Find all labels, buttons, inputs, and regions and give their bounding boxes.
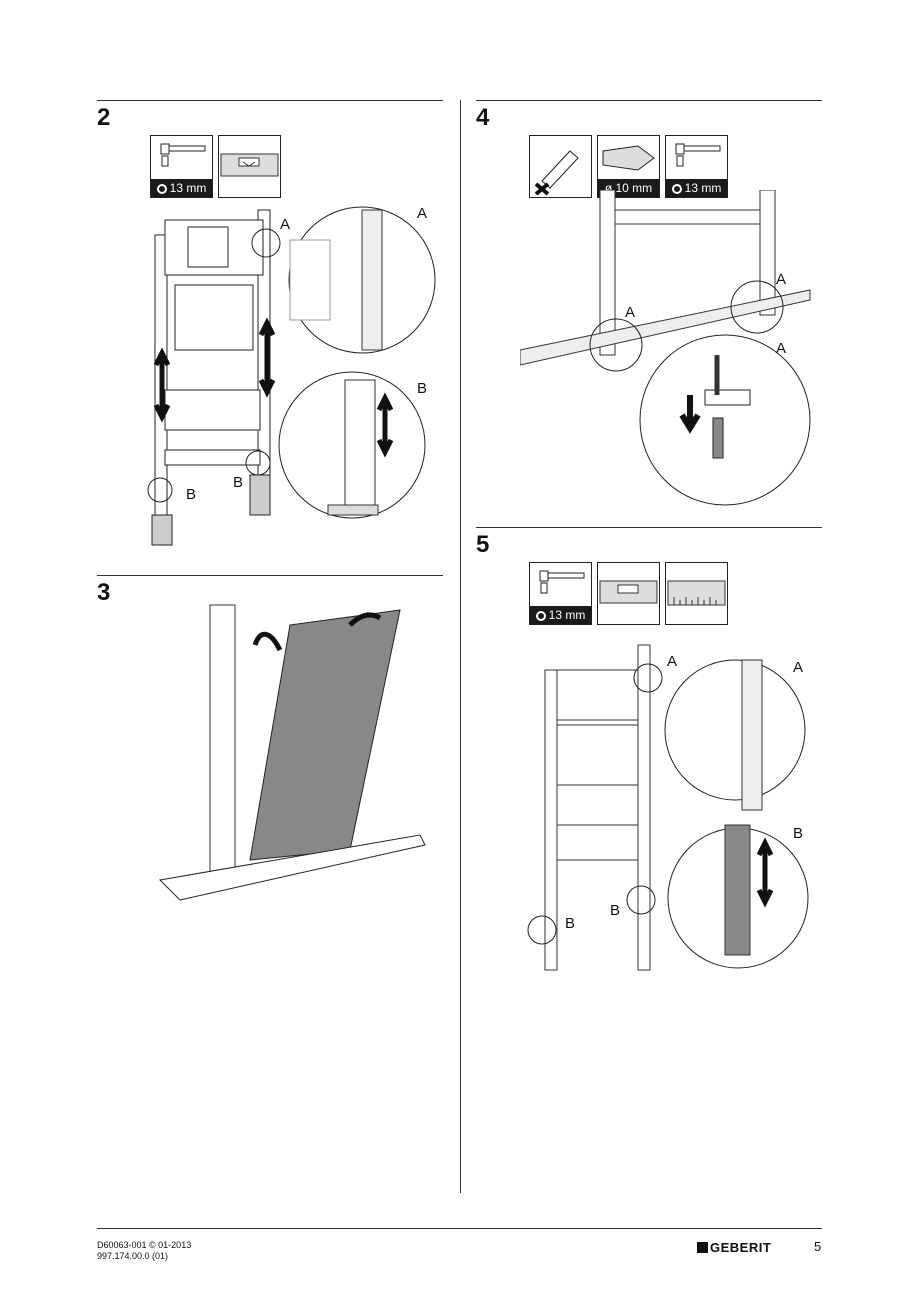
tool-ruler	[665, 562, 728, 625]
callout-b: B	[610, 902, 621, 919]
hex-nut-icon	[671, 184, 682, 194]
callout-a: A	[776, 271, 787, 288]
callout-a: A	[793, 659, 804, 676]
doc-code: D60063-001 © 01-2013	[97, 1240, 192, 1250]
tool-wrench: 13 mm	[529, 562, 592, 625]
callout-b: B	[417, 380, 428, 397]
socket-wrench-icon	[160, 143, 206, 167]
socket-wrench-icon	[675, 143, 721, 167]
marker-pen-icon	[534, 150, 579, 196]
callout-a: A	[625, 304, 636, 321]
wrench-size: 13 mm	[548, 608, 586, 622]
socket-wrench-icon	[539, 570, 585, 594]
tool-wrench: 13 mm	[150, 135, 213, 198]
column-divider	[460, 100, 461, 1193]
frame-illustration	[147, 206, 436, 546]
callout-a: A	[776, 340, 787, 357]
tool-label: 13 mm	[151, 179, 212, 197]
frame-tilt-illustration	[158, 604, 426, 901]
drill-bit-icon	[602, 145, 655, 171]
footer-rule	[97, 1228, 822, 1229]
step-number: 4	[476, 104, 490, 131]
brand-square-icon	[697, 1242, 708, 1253]
tool-drill: ø 10 mm	[597, 135, 660, 198]
callout-a: A	[417, 205, 428, 222]
step5-rule	[476, 527, 822, 528]
brand-name: GEBERIT	[710, 1240, 772, 1255]
step2-rule	[97, 100, 443, 101]
step-number: 5	[476, 531, 490, 558]
tool-level	[597, 562, 660, 625]
callout-b: B	[186, 486, 197, 503]
tool-level	[218, 135, 281, 198]
wrench-size: 13 mm	[684, 181, 722, 195]
tool-label: 13 mm	[530, 606, 591, 624]
tool-wrench: 13 mm	[665, 135, 728, 198]
step-number: 3	[97, 579, 111, 606]
fixing-illustration	[520, 190, 811, 506]
tool-label: 13 mm	[666, 179, 727, 197]
callout-b: B	[793, 825, 804, 842]
step-number: 2	[97, 104, 111, 131]
frame-adjust-illustration	[527, 644, 809, 971]
callout-b: B	[565, 915, 576, 932]
hex-nut-icon	[156, 184, 167, 194]
step4-rule	[476, 100, 822, 101]
hex-nut-icon	[535, 611, 546, 621]
article-number: 997.174.00.0 (01)	[97, 1251, 169, 1261]
spirit-level-icon	[599, 580, 658, 604]
ruler-icon	[667, 580, 726, 606]
spirit-level-icon	[220, 153, 279, 177]
wrench-size: 13 mm	[169, 181, 207, 195]
callout-b: B	[233, 474, 244, 491]
callout-a: A	[667, 653, 678, 670]
tool-marker	[529, 135, 592, 198]
brand-logo: GEBERIT	[697, 1240, 771, 1255]
callout-a: A	[280, 216, 291, 233]
page-number: 5	[814, 1239, 822, 1254]
step3-rule	[97, 575, 443, 576]
